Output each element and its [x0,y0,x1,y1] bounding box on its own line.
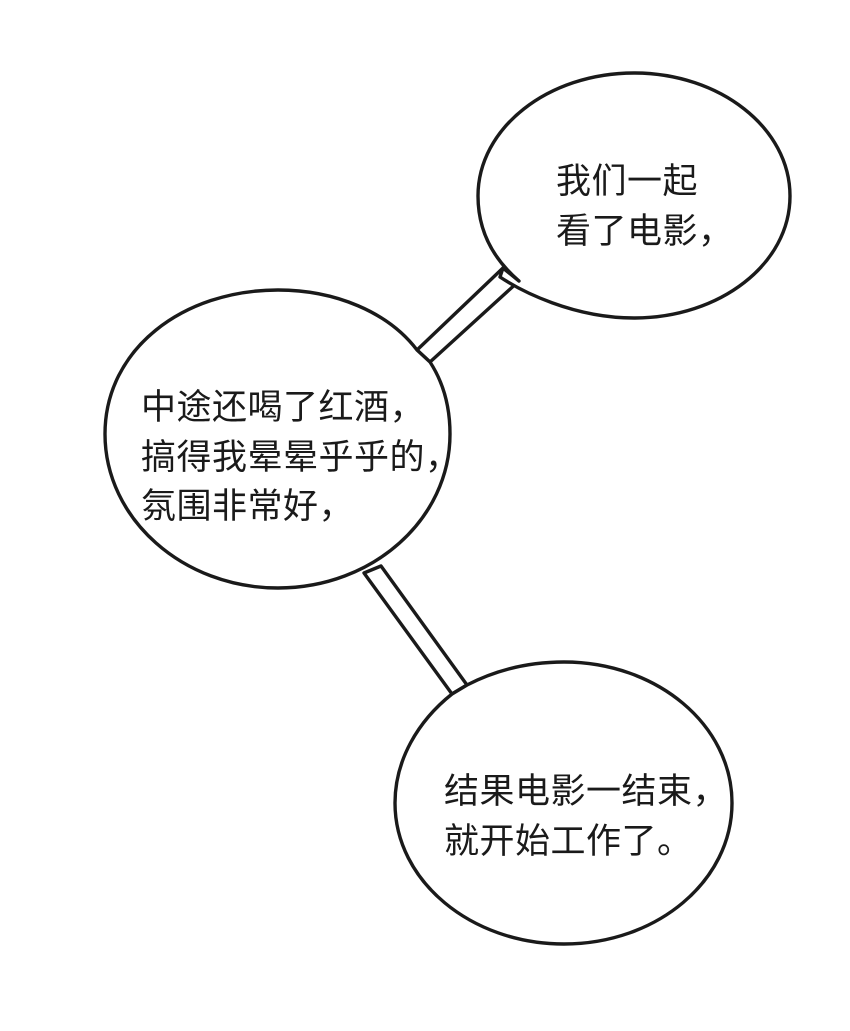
connector-1-band [415,266,521,364]
bubble-2-text: 中途还喝了红酒， 搞得我晕晕乎乎的， 氛围非常好， [141,388,461,528]
connector-2-band [362,564,469,696]
bubble-2-outline [103,288,452,590]
bubble-3-text: 结果电影一结束， 就开始工作了。 [444,772,729,862]
bubble-1-outline [476,71,792,320]
bubble-3-outline [393,660,734,946]
bubble-1-text: 我们一起 看了电影， [556,162,734,252]
